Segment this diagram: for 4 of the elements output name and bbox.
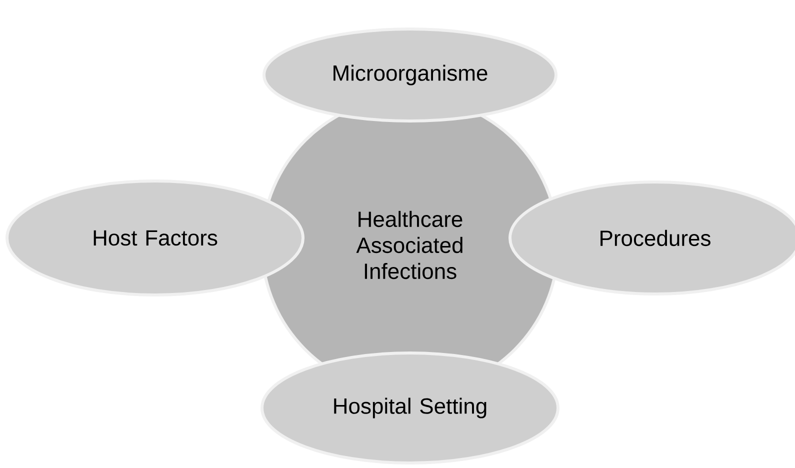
ellipse-node: Hospital Setting	[260, 352, 560, 464]
ellipse-node: Microorganisme	[262, 28, 558, 122]
ellipse-node: Host Factors	[6, 180, 304, 296]
ellipse-node: Procedures	[508, 180, 795, 296]
